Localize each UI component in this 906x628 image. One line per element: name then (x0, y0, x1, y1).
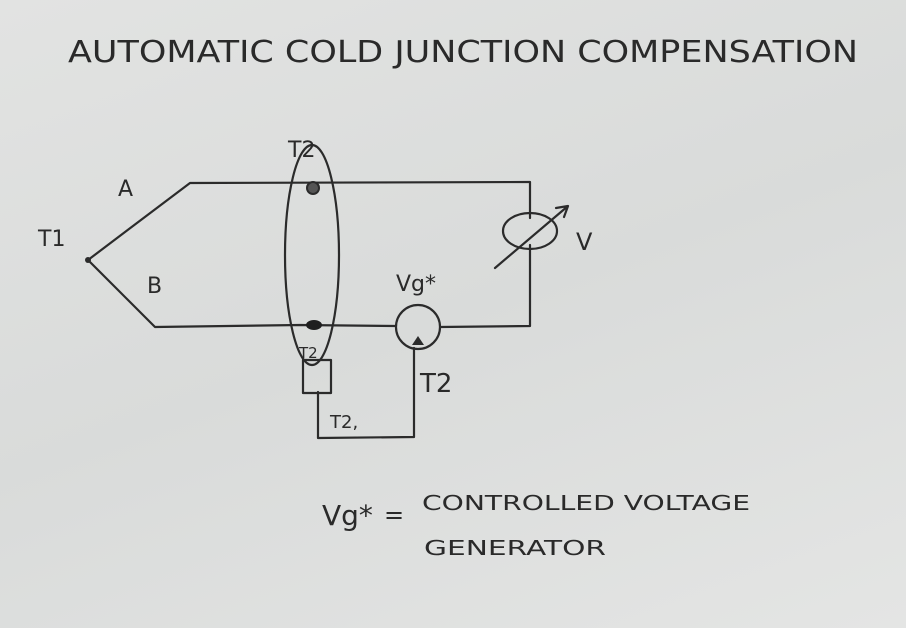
isothermal-block (283, 143, 341, 367)
label-t1: T1 (37, 227, 65, 252)
label-v: V (576, 228, 593, 256)
hot-junction-dot (85, 257, 91, 263)
legend-line2: GENERATOR (424, 536, 606, 560)
wire-a (86, 180, 532, 262)
junction-top-dot (306, 181, 320, 195)
label-vg: Vg* (396, 272, 436, 297)
legend-symbol: Vg* (322, 499, 373, 532)
label-b: B (147, 274, 162, 299)
legend-equals: = (384, 501, 404, 529)
label-t2-sensor: T2, (329, 412, 358, 433)
label-t2-generator: T2 (419, 369, 452, 399)
legend-line1: CONTROLLED VOLTAGE (422, 491, 750, 515)
junction-bottom-dot (306, 320, 322, 330)
label-t2-top: T2 (287, 138, 315, 163)
voltmeter-icon (501, 211, 559, 251)
voltmeter-arrow-icon (493, 204, 570, 270)
temperature-sensor (301, 358, 333, 395)
label-t2-inner: T2 (298, 344, 318, 362)
wire-b (86, 258, 398, 329)
sensor-wire (316, 346, 416, 440)
diagram-title: AUTOMATIC COLD JUNCTION COMPENSATION (68, 35, 858, 70)
wire-return (438, 243, 532, 329)
label-a: A (118, 177, 133, 202)
voltage-generator-icon (394, 303, 442, 351)
generator-control-arrow-icon (412, 336, 424, 345)
